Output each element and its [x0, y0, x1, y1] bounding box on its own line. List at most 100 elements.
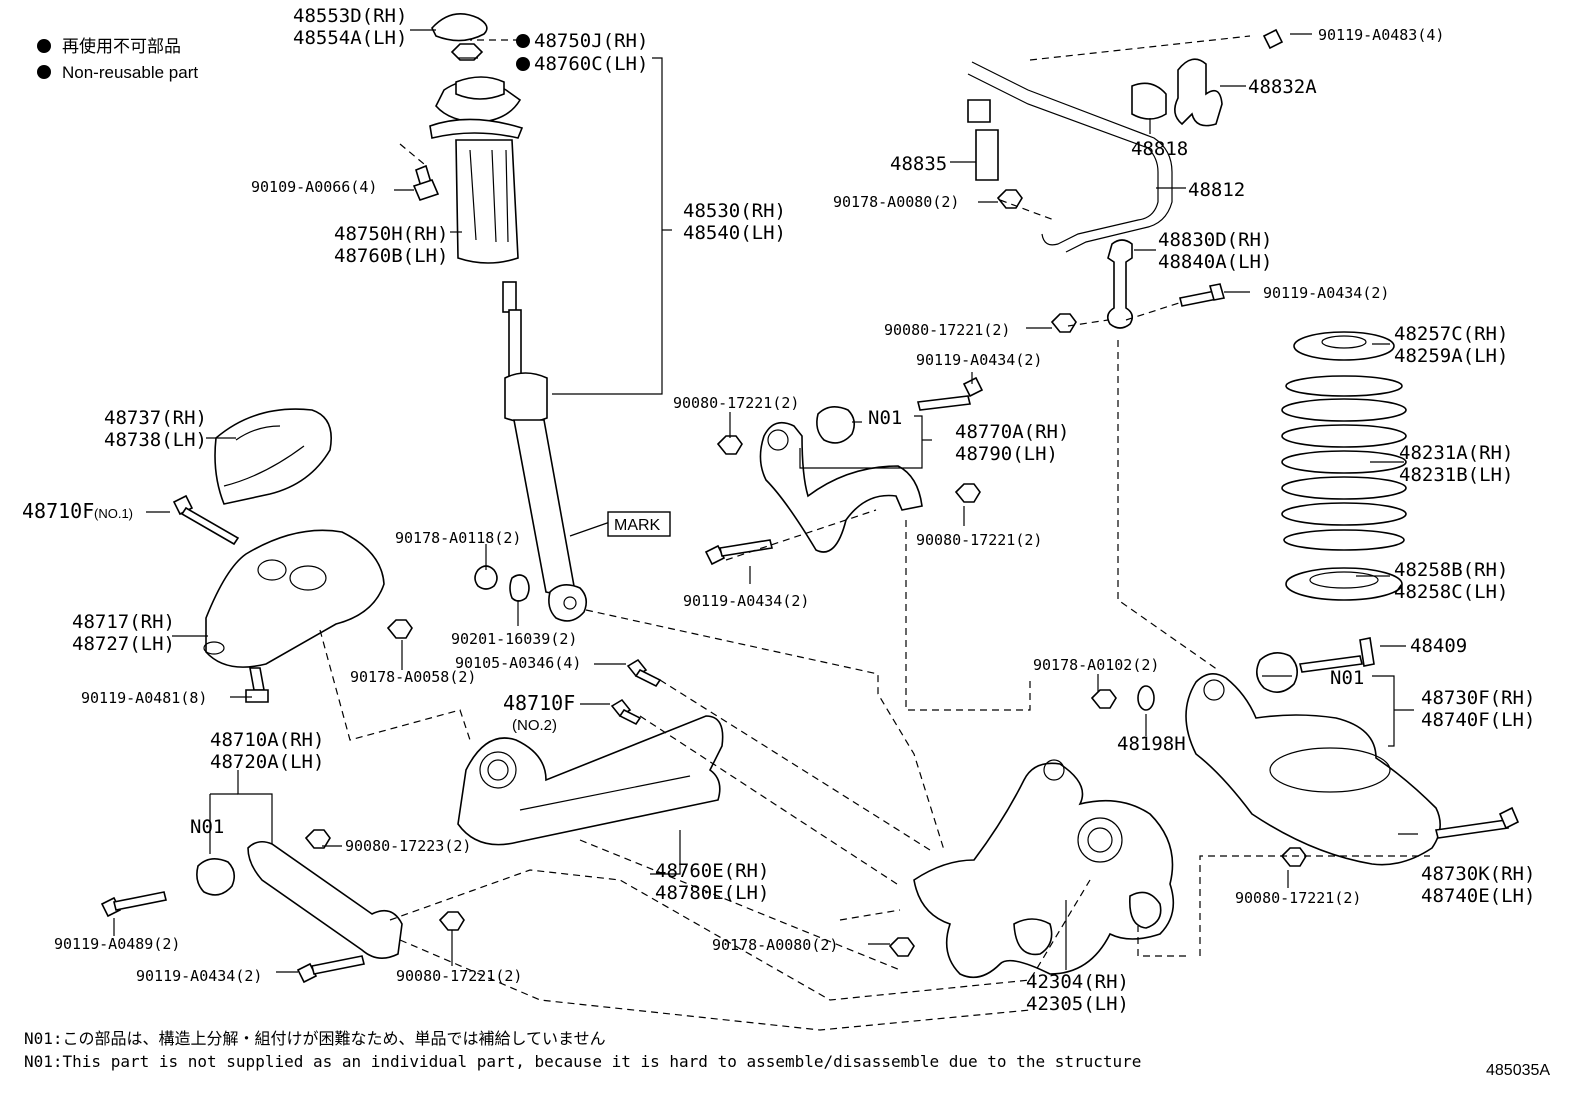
- label-48740f[interactable]: 48740F(LH): [1421, 709, 1535, 731]
- washer-90201: [509, 574, 530, 602]
- label-90119-a0483[interactable]: 90119-A0483(4): [1318, 26, 1444, 44]
- label-42305[interactable]: 42305(LH): [1026, 993, 1129, 1015]
- label-48780e[interactable]: 48780E(LH): [655, 882, 769, 904]
- lower-arm-48760e: [457, 658, 724, 846]
- label-90109-a0066[interactable]: 90109-A0066(4): [251, 178, 377, 196]
- non-reusable-dot-icon: [37, 39, 51, 53]
- diagram-id: 485035A: [1486, 1062, 1550, 1079]
- non-reusable-dot-icon: [516, 57, 530, 71]
- label-90119-a0481[interactable]: 90119-A0481(8): [81, 689, 207, 707]
- label-48710a[interactable]: 48710A(RH): [210, 729, 324, 751]
- label-48760e[interactable]: 48760E(RH): [655, 860, 769, 882]
- label-48198h[interactable]: 48198H: [1117, 733, 1186, 755]
- label-48231a[interactable]: 48231A(RH): [1399, 442, 1513, 464]
- nut-90080-17223: [304, 829, 331, 849]
- label-48554a[interactable]: 48554A(LH): [293, 27, 407, 49]
- label-48750j[interactable]: 48750J(RH): [534, 30, 648, 52]
- label-48790[interactable]: 48790(LH): [955, 443, 1058, 465]
- mark-label: MARK: [614, 517, 661, 534]
- label-90119-a0434-a[interactable]: 90119-A0434(2): [136, 967, 262, 985]
- label-48750h[interactable]: 48750H(RH): [334, 223, 448, 245]
- nut-90080-17221-c: [716, 435, 743, 455]
- legend: 再使用不可部品 Non-reusable part: [37, 36, 198, 82]
- label-n01-b[interactable]: N01: [868, 407, 902, 429]
- bump-boot-48750h: [455, 139, 519, 264]
- part-labels: 48553D(RH) 48554A(LH) 48750J(RH) 48760C(…: [22, 5, 1535, 1015]
- leader-lines: [113, 29, 1418, 973]
- label-48760b[interactable]: 48760B(LH): [334, 245, 448, 267]
- label-48540[interactable]: 48540(LH): [683, 222, 786, 244]
- label-48717[interactable]: 48717(RH): [72, 611, 175, 633]
- label-48740e[interactable]: 48740E(LH): [1421, 885, 1535, 907]
- label-n01-a[interactable]: N01: [190, 816, 224, 838]
- label-90080-17221-a[interactable]: 90080-17221(2): [396, 967, 522, 985]
- nut-90178-a0080-a: [996, 189, 1023, 209]
- shock-absorber-group: [412, 12, 588, 622]
- label-48258b[interactable]: 48258B(RH): [1394, 559, 1508, 581]
- label-90178-a0118[interactable]: 90178-A0118(2): [395, 529, 521, 547]
- bolt-48730k: [1435, 819, 1509, 839]
- label-90080-17221-d[interactable]: 90080-17221(2): [916, 531, 1042, 549]
- bracket-48835: [967, 99, 999, 181]
- nut-90080-17221-d: [954, 483, 981, 503]
- bushing-n01-c: [1256, 652, 1298, 693]
- label-48730f[interactable]: 48730F(RH): [1421, 687, 1535, 709]
- stabilizer-bar-48812: [967, 73, 1159, 246]
- label-90080-17223[interactable]: 90080-17223(2): [345, 837, 471, 855]
- coil-spring-48231a: [1281, 375, 1407, 551]
- label-90080-17221-b[interactable]: 90080-17221(2): [884, 321, 1010, 339]
- label-90178-a0102[interactable]: 90178-A0102(2): [1033, 656, 1159, 674]
- stabilizer-link-48830d: [1106, 239, 1134, 329]
- bolt-48409: [1299, 655, 1363, 673]
- label-48738[interactable]: 48738(LH): [104, 429, 207, 451]
- nut-90178-a0102: [1090, 689, 1117, 709]
- label-90119-a0489[interactable]: 90119-A0489(2): [54, 935, 180, 953]
- label-48832a[interactable]: 48832A: [1248, 76, 1317, 98]
- label-48730k[interactable]: 48730K(RH): [1421, 863, 1535, 885]
- label-48727[interactable]: 48727(LH): [72, 633, 175, 655]
- label-48710f-no2[interactable]: 48710F: [503, 691, 575, 715]
- label-90178-a0080-a[interactable]: 90178-A0080(2): [833, 193, 959, 211]
- label-90080-17221-e[interactable]: 90080-17221(2): [1235, 889, 1361, 907]
- legend-en: Non-reusable part: [62, 63, 198, 82]
- label-48770a[interactable]: 48770A(RH): [955, 421, 1069, 443]
- nut-90178-a0118: [474, 565, 498, 590]
- label-48710f-no1[interactable]: 48710F: [22, 499, 94, 523]
- stabilizer-group: [967, 28, 1284, 333]
- label-48737[interactable]: 48737(RH): [104, 407, 207, 429]
- label-48231b[interactable]: 48231B(LH): [1399, 464, 1513, 486]
- label-90080-17221-c[interactable]: 90080-17221(2): [673, 394, 799, 412]
- label-48259a[interactable]: 48259A(LH): [1394, 345, 1508, 367]
- label-90178-a0080-b[interactable]: 90178-A0080(2): [712, 936, 838, 954]
- label-48835[interactable]: 48835: [890, 153, 947, 175]
- nut-90178-a0080-b: [888, 937, 915, 957]
- label-90201-16039[interactable]: 90201-16039(2): [451, 630, 577, 648]
- assembly-lines: [319, 35, 1430, 1031]
- label-42304[interactable]: 42304(RH): [1026, 971, 1129, 993]
- piston-rod: [508, 309, 522, 377]
- label-90105-a0346[interactable]: 90105-A0346(4): [455, 654, 581, 672]
- label-48760c[interactable]: 48760C(LH): [534, 53, 648, 75]
- label-90178-a0058[interactable]: 90178-A0058(2): [350, 668, 476, 686]
- label-48409[interactable]: 48409: [1410, 635, 1467, 657]
- label-48257c[interactable]: 48257C(RH): [1394, 323, 1508, 345]
- note-en: N01:This part is not supplied as an indi…: [24, 1052, 1141, 1071]
- label-90119-a0434-d[interactable]: 90119-A0434(2): [683, 592, 809, 610]
- label-48258c[interactable]: 48258C(LH): [1394, 581, 1508, 603]
- non-reusable-dot-icon: [516, 34, 530, 48]
- label-48830d[interactable]: 48830D(RH): [1158, 229, 1272, 251]
- bolt-90119-a0481: [249, 667, 265, 691]
- label-90119-a0434-c[interactable]: 90119-A0434(2): [916, 351, 1042, 369]
- mark-callout: MARK: [607, 511, 671, 537]
- label-n01-c[interactable]: N01: [1330, 667, 1364, 689]
- label-48818[interactable]: 48818: [1131, 138, 1188, 160]
- label-48720a[interactable]: 48720A(LH): [210, 751, 324, 773]
- note-jp: N01:この部品は、構造上分解・組付けが困難なため、単品では補給していません: [24, 1029, 606, 1048]
- label-48840a[interactable]: 48840A(LH): [1158, 251, 1272, 273]
- bushing-n01-b: [816, 406, 856, 444]
- label-48530[interactable]: 48530(RH): [683, 200, 786, 222]
- label-48812[interactable]: 48812: [1188, 179, 1245, 201]
- label-90119-a0434-b[interactable]: 90119-A0434(2): [1263, 284, 1389, 302]
- label-48553d[interactable]: 48553D(RH): [293, 5, 407, 27]
